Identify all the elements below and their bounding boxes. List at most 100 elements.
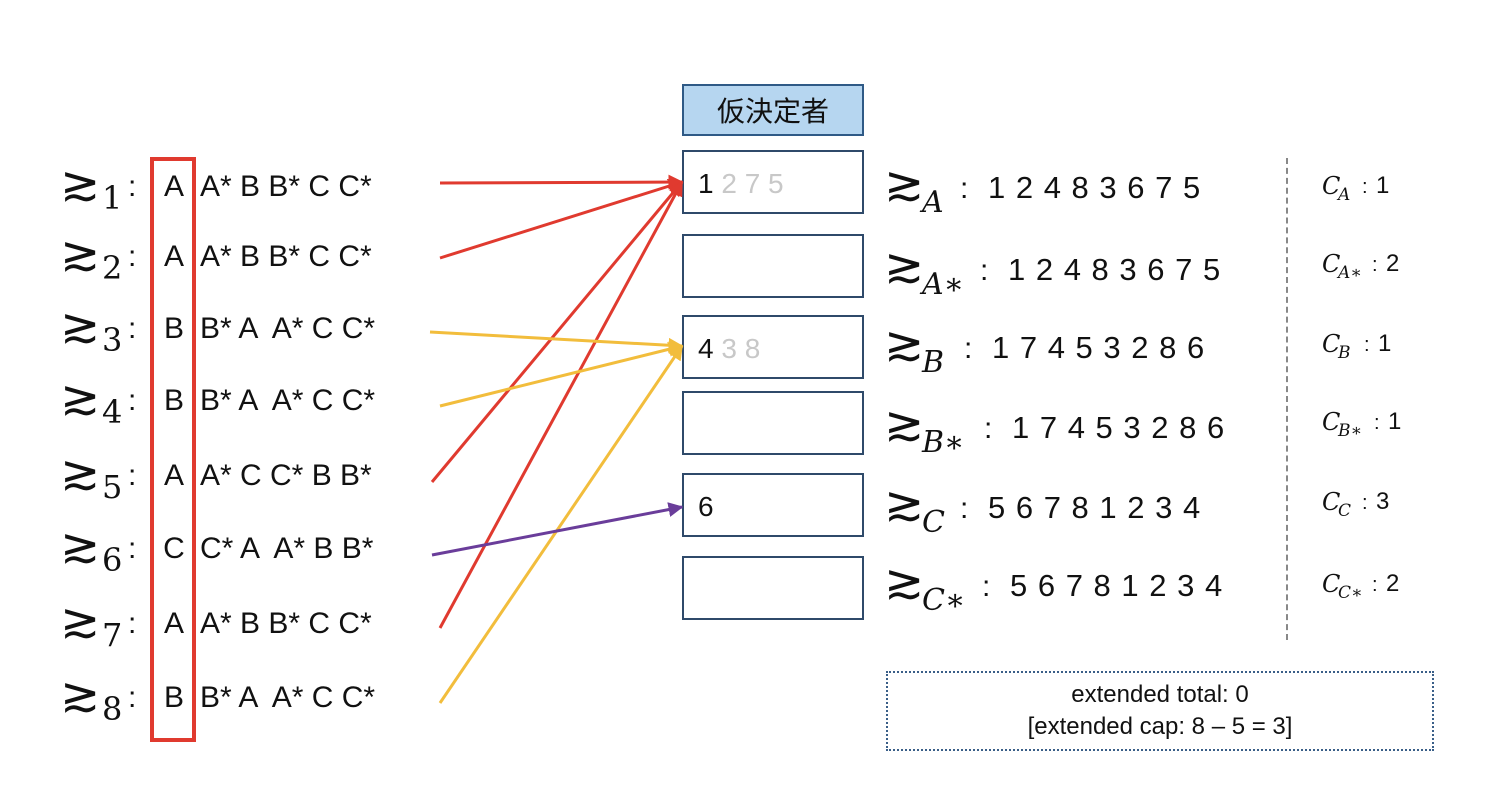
- preference-symbol: ≳: [884, 156, 925, 212]
- proposal-arrow: [429, 330, 684, 353]
- school-name: B: [922, 345, 945, 380]
- school-name: A∗: [922, 267, 965, 302]
- capacity-symbol: C: [1322, 408, 1341, 436]
- colon: :: [1372, 254, 1378, 276]
- preference-symbol: ≳: [60, 593, 101, 649]
- capacity-school: A∗: [1338, 263, 1362, 283]
- school-name: B∗: [922, 425, 965, 460]
- first-choice-highlight: [150, 157, 196, 742]
- rejected-students: 2 7 5: [713, 168, 784, 199]
- preference-symbol: ≳: [884, 554, 925, 610]
- rejected-students: 3 8: [713, 333, 761, 364]
- student-index: 1: [102, 179, 123, 217]
- capacity-value: 1: [1376, 172, 1390, 199]
- capacity-value: 3: [1376, 488, 1390, 515]
- capacity-symbol: C: [1322, 172, 1341, 200]
- school-name: A: [922, 185, 944, 220]
- preference-symbol: ≳: [60, 298, 101, 354]
- proposal-arrow: [431, 502, 684, 557]
- capacity-symbol: C: [1322, 330, 1341, 358]
- first-choice: A: [163, 459, 184, 492]
- student-index: 3: [102, 321, 123, 359]
- remaining-choices: A* B B* C C*: [200, 607, 372, 640]
- remaining-choices: B* A A* C C*: [200, 312, 376, 345]
- capacity-value: 2: [1386, 570, 1400, 597]
- proposal-arrow: [430, 180, 684, 483]
- preference-symbol: ≳: [60, 156, 101, 212]
- colon: :: [984, 412, 993, 445]
- capacity-symbol: C: [1322, 488, 1341, 516]
- preference-symbol: ≳: [60, 226, 101, 282]
- preference-symbol: ≳: [884, 238, 925, 294]
- preference-symbol: ≳: [60, 370, 101, 426]
- dashed-divider: [1286, 158, 1288, 640]
- colon: :: [982, 570, 991, 603]
- extended-info-box: extended total: 0 [extended cap: 8 – 5 =…: [886, 671, 1434, 751]
- remaining-choices: A* C C* B B*: [200, 459, 372, 492]
- extended-cap: [extended cap: 8 – 5 = 3]: [1027, 713, 1293, 740]
- proposal-arrow: [439, 174, 684, 190]
- school-ranking: 1 2 4 8 3 6 7 5: [1008, 252, 1222, 287]
- capacity-value: 1: [1378, 330, 1392, 357]
- colon: :: [128, 170, 137, 203]
- colon: :: [960, 172, 969, 205]
- tentative-slot: [682, 556, 864, 620]
- preference-symbol: ≳: [60, 667, 101, 723]
- remaining-choices: A* B B* C C*: [200, 240, 372, 273]
- colon: :: [980, 254, 989, 287]
- school-name: C: [922, 505, 945, 540]
- capacity-symbol: C: [1322, 570, 1341, 598]
- colon: :: [1372, 574, 1378, 596]
- preference-symbol: ≳: [60, 518, 101, 574]
- preference-symbol: ≳: [884, 316, 925, 372]
- capacity-school: B∗: [1338, 421, 1363, 441]
- student-index: 5: [102, 468, 123, 506]
- student-index: 2: [102, 249, 123, 287]
- school-name: C∗: [922, 583, 966, 618]
- held-student: 1: [698, 168, 714, 199]
- proposal-arrow: [439, 341, 684, 408]
- tentative-header: 仮決定者: [682, 84, 864, 136]
- first-choice: B: [163, 384, 184, 417]
- remaining-choices: B* A A* C C*: [200, 681, 376, 714]
- school-ranking: 1 2 4 8 3 6 7 5: [988, 170, 1202, 205]
- colon: :: [128, 607, 137, 640]
- proposal-arrow: [438, 180, 684, 629]
- capacity-school: C: [1338, 501, 1352, 521]
- remaining-choices: A* B B* C C*: [200, 170, 372, 203]
- proposal-arrow: [438, 344, 684, 704]
- colon: :: [1364, 334, 1370, 356]
- school-ranking: 1 7 4 5 3 2 8 6: [992, 330, 1206, 365]
- tentative-slot: [682, 391, 864, 455]
- first-choice: A: [163, 240, 184, 273]
- tentative-slot: 4 3 8: [682, 315, 864, 379]
- school-ranking: 1 7 4 5 3 2 8 6: [1012, 410, 1226, 445]
- colon: :: [1362, 492, 1368, 514]
- school-ranking: 5 6 7 8 1 2 3 4: [988, 490, 1202, 525]
- student-index: 7: [102, 616, 123, 654]
- extended-total: extended total: 0: [1071, 681, 1249, 708]
- remaining-choices: C* A A* B B*: [200, 532, 374, 565]
- first-choice: B: [163, 312, 184, 345]
- colon: :: [128, 459, 137, 492]
- held-student: 4: [698, 333, 714, 364]
- first-choice: A: [163, 170, 184, 203]
- colon: :: [128, 384, 137, 417]
- colon: :: [128, 312, 137, 345]
- tentative-slot: 1 2 7 5: [682, 150, 864, 214]
- capacity-school: B: [1338, 343, 1351, 363]
- school-ranking: 5 6 7 8 1 2 3 4: [1010, 568, 1224, 603]
- colon: :: [128, 240, 137, 273]
- colon: :: [1362, 176, 1368, 198]
- colon: :: [964, 332, 973, 365]
- capacity-value: 2: [1386, 250, 1400, 277]
- first-choice: C: [163, 532, 185, 565]
- first-choice: B: [163, 681, 184, 714]
- capacity-symbol: C: [1322, 250, 1341, 278]
- capacity-school: A: [1338, 185, 1351, 205]
- capacity-school: C∗: [1338, 583, 1363, 603]
- preference-symbol: ≳: [884, 396, 925, 452]
- proposal-arrow: [439, 178, 684, 260]
- student-index: 8: [102, 690, 123, 728]
